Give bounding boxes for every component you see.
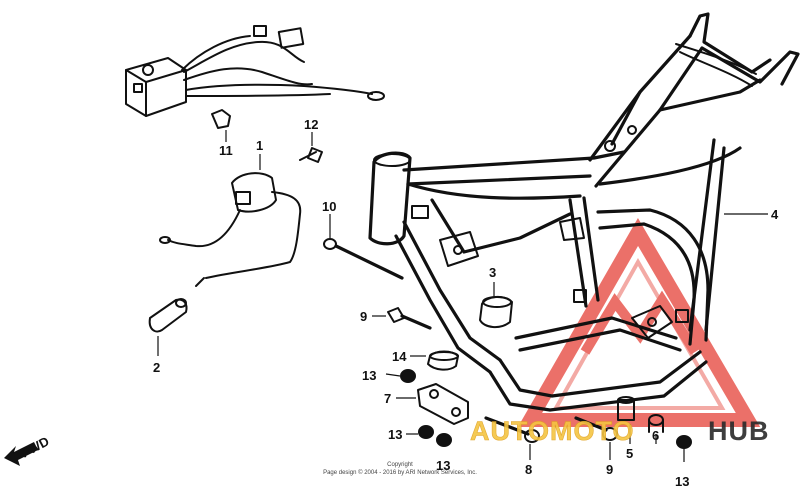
callout-6: 6: [652, 428, 659, 443]
spacer-5: [617, 396, 635, 444]
callout-5: 5: [626, 446, 633, 461]
bolt-8: [484, 416, 540, 460]
clamp-14: [410, 350, 459, 371]
callout-13-d: 13: [675, 474, 689, 489]
fwd-arrow-icon: [4, 442, 38, 466]
ignition-coil: [159, 172, 302, 287]
bolt-10: [323, 214, 404, 280]
bolt-9-bottom: [574, 416, 618, 460]
callout-3: 3: [489, 265, 496, 280]
copyright-line-2: Page design © 2004 - 2016 by ARI Network…: [323, 469, 477, 476]
callout-13-a: 13: [362, 368, 376, 383]
callout-13-c: 13: [436, 458, 450, 473]
collar-6: [648, 414, 664, 444]
bolt-11: [211, 109, 231, 142]
callout-13-b: 13: [388, 427, 402, 442]
cdi-unit: [125, 25, 385, 117]
main-frame: [368, 12, 800, 412]
callout-4: 4: [771, 207, 779, 222]
callout-12: 12: [304, 117, 318, 132]
callout-14: 14: [392, 349, 407, 364]
clamp-3: [479, 282, 513, 328]
callout-9-left: 9: [360, 309, 367, 324]
callout-1: 1: [256, 138, 263, 153]
spark-plug-cap: [148, 298, 188, 356]
watermark-text-part2: HUB: [708, 416, 770, 446]
fwd-label: FWD: [18, 434, 51, 461]
bolt-12: [299, 132, 323, 163]
callout-11: 11: [219, 143, 233, 158]
callout-2: 2: [153, 360, 160, 375]
nut-13-a: [385, 369, 416, 383]
callout-9-bottom: 9: [606, 462, 613, 477]
watermark-text: AUTOMOTO HUB: [470, 416, 770, 447]
callout-8: 8: [525, 462, 532, 477]
callout-7: 7: [384, 391, 391, 406]
nut-13-b: [406, 425, 434, 439]
nut-13-c: [436, 433, 452, 447]
callout-10: 10: [322, 199, 336, 214]
nut-13-d: [676, 435, 692, 462]
copyright-line-1: Copyright: [387, 462, 413, 468]
bolt-9-left: [372, 307, 432, 330]
watermark-text-part1: AUTOMOTO: [470, 416, 635, 446]
plate-7: [396, 383, 469, 425]
